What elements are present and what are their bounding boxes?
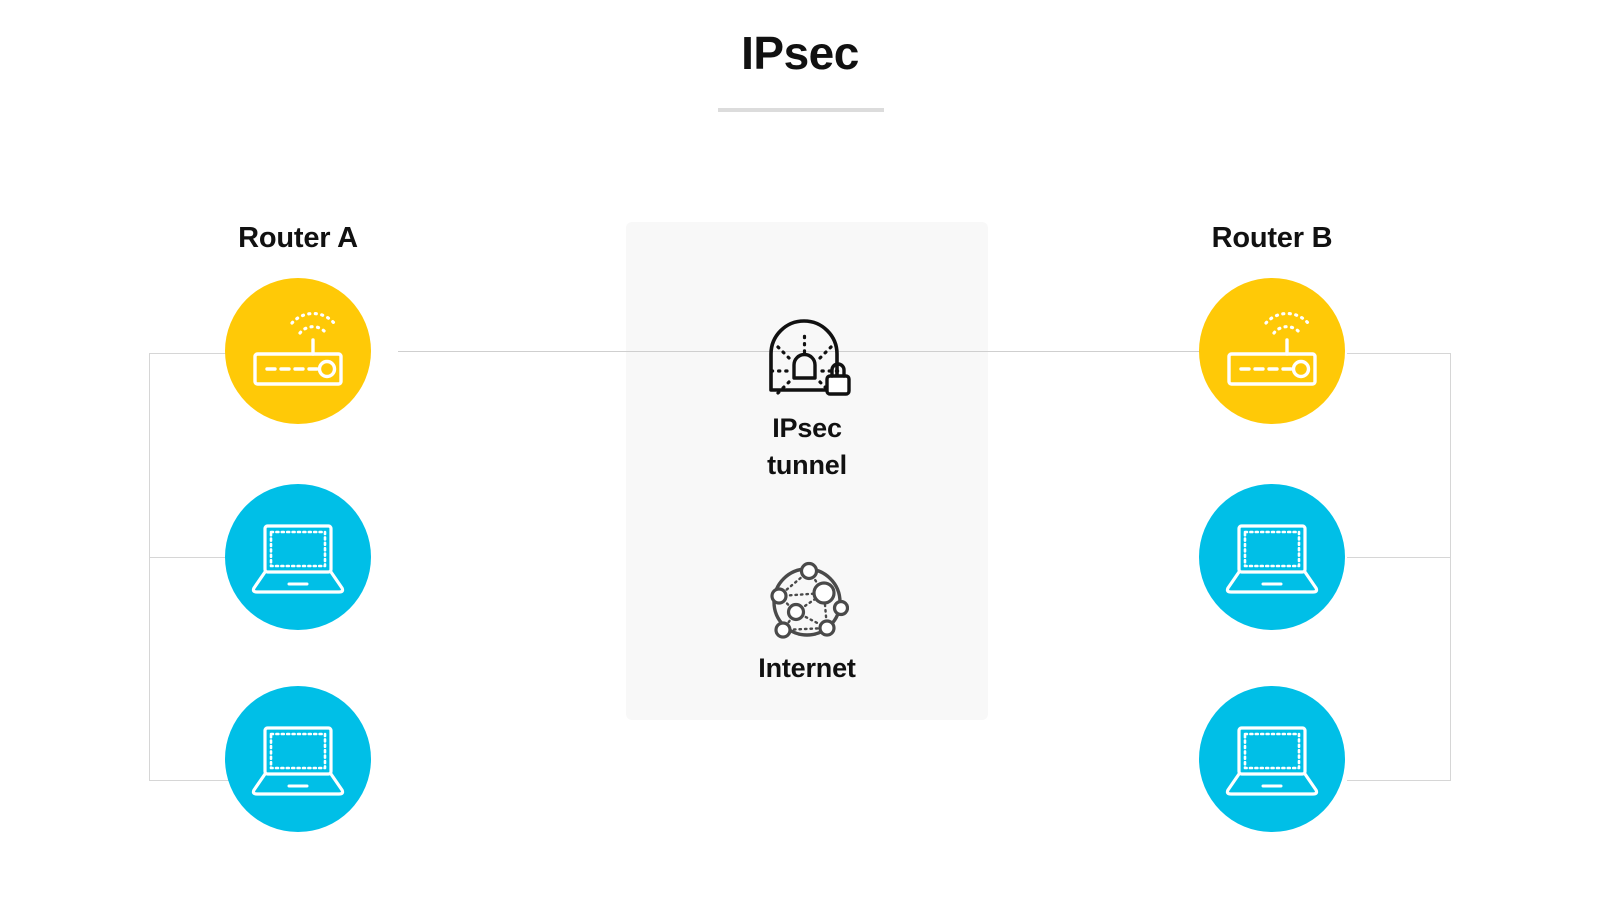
left-branch-router bbox=[149, 353, 253, 354]
internet-network-icon bbox=[770, 561, 849, 639]
page-title: IPsec bbox=[741, 27, 859, 79]
right-branch-router bbox=[1347, 353, 1451, 354]
right-bracket-vertical bbox=[1450, 353, 1451, 781]
laptop-icon bbox=[251, 524, 345, 594]
router-a-node[interactable] bbox=[225, 278, 371, 424]
laptop-b2-node[interactable] bbox=[1199, 686, 1345, 832]
internet-caption: Internet bbox=[758, 653, 856, 683]
router-b-node[interactable] bbox=[1199, 278, 1345, 424]
router-b-label: Router B bbox=[1211, 222, 1333, 254]
laptop-a1-node[interactable] bbox=[225, 484, 371, 630]
right-branch-laptop-2 bbox=[1347, 780, 1451, 781]
router-icon bbox=[1227, 312, 1317, 386]
right-branch-laptop-1 bbox=[1347, 557, 1451, 558]
internet-glyph bbox=[626, 560, 988, 644]
left-branch-laptop-2 bbox=[149, 780, 253, 781]
title-divider bbox=[718, 108, 884, 112]
ipsec-tunnel-caption-line2: tunnel bbox=[767, 449, 847, 480]
internet-item: Internet bbox=[626, 560, 988, 687]
laptop-icon bbox=[251, 726, 345, 796]
router-icon bbox=[253, 312, 343, 386]
internet-cloud-panel bbox=[626, 222, 988, 720]
ipsec-tunnel-glyph bbox=[626, 310, 988, 400]
tunnel-connection-line bbox=[398, 351, 1222, 352]
left-branch-laptop-1 bbox=[149, 557, 253, 558]
ipsec-tunnel-item: IPsec tunnel bbox=[626, 310, 988, 483]
ipsec-tunnel-lock-icon bbox=[767, 319, 851, 396]
laptop-a2-node[interactable] bbox=[225, 686, 371, 832]
ipsec-tunnel-caption-line1: IPsec bbox=[772, 413, 842, 443]
left-bracket-vertical bbox=[149, 353, 150, 781]
laptop-b1-node[interactable] bbox=[1199, 484, 1345, 630]
laptop-icon bbox=[1225, 726, 1319, 796]
router-a-label: Router A bbox=[238, 222, 358, 254]
laptop-icon bbox=[1225, 524, 1319, 594]
ipsec-tunnel-caption: IPsec tunnel bbox=[626, 410, 988, 483]
